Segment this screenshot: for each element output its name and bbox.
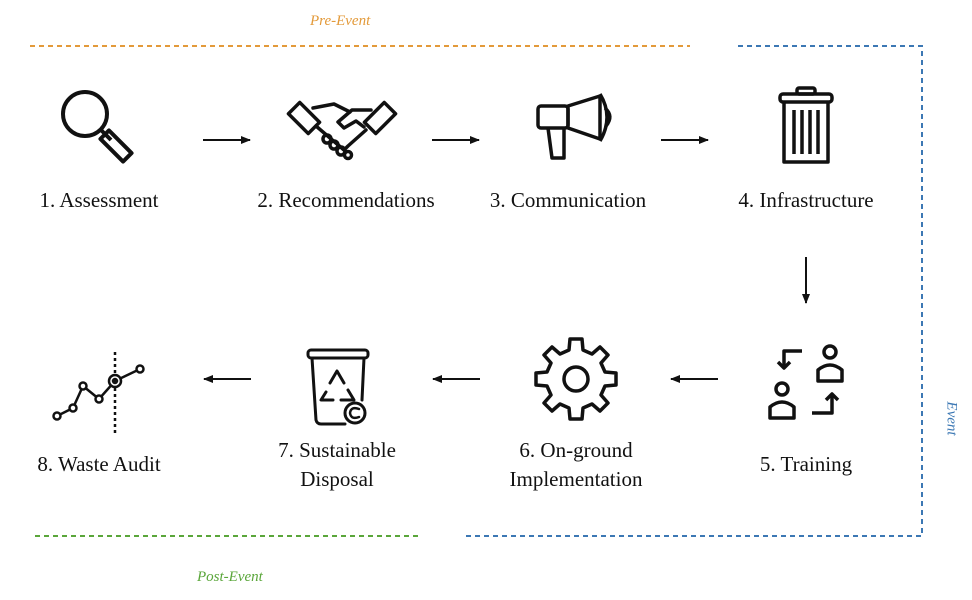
event-boundary	[464, 45, 923, 537]
step-label-training: 5. Training	[759, 452, 853, 476]
recycle-bin-icon	[306, 348, 370, 426]
step-label-assessment: 1. Assessment	[39, 188, 159, 212]
handshake-icon	[286, 100, 398, 161]
step-label-waste-audit: 8. Waste Audit	[37, 452, 161, 476]
step-label-implementation: 6. On-ground Implementation	[509, 438, 643, 491]
step-label-infrastructure: 4. Infrastructure	[738, 188, 874, 212]
pre-event-label: Pre-Event	[310, 13, 371, 29]
gear-icon	[534, 337, 618, 421]
step-label-communication: 3. Communication	[489, 188, 647, 212]
megaphone-icon	[536, 93, 612, 160]
line-chart-icon	[52, 352, 145, 434]
step-label-disposal: 7. Sustainable Disposal	[278, 438, 396, 491]
step-label-recommendations: 2. Recommendations	[257, 188, 435, 212]
post-event-label: Post-Event	[197, 569, 263, 585]
trash-bin-icon	[778, 86, 834, 164]
people-exchange-icon	[768, 344, 844, 420]
magnifier-icon	[61, 90, 134, 164]
